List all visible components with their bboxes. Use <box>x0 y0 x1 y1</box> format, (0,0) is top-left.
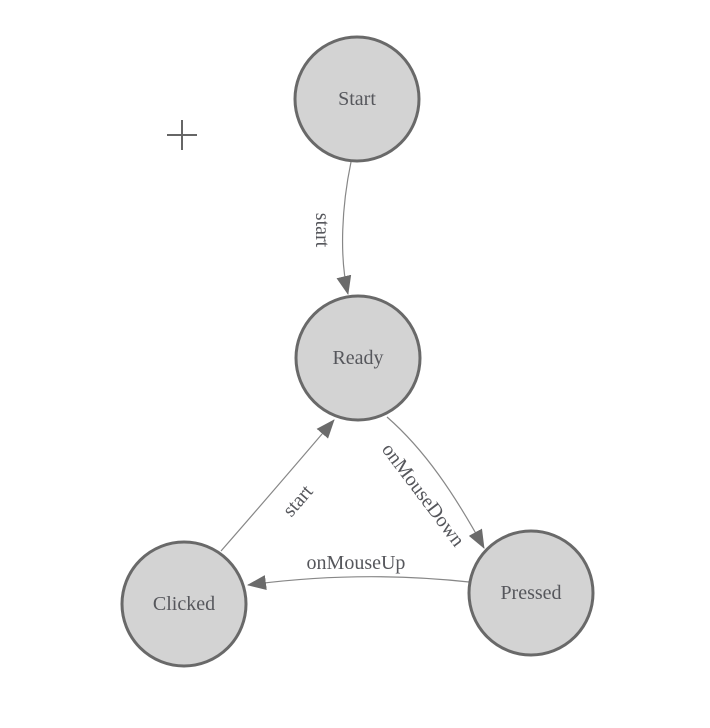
state-node-clicked[interactable] <box>120 540 248 668</box>
state-node-label-pressed: Pressed <box>500 582 561 604</box>
transition-edge-ready-to-pressed[interactable] <box>386 416 485 549</box>
state-node-ready[interactable] <box>294 294 422 422</box>
plus-icon[interactable] <box>167 120 197 150</box>
state-node-label-ready: Ready <box>332 347 383 369</box>
transition-label-ready-to-pressed: onMouseDown <box>377 439 469 551</box>
state-node-pressed[interactable] <box>467 529 595 657</box>
transition-edge-start-to-ready[interactable] <box>336 161 352 295</box>
transition-label-start-to-ready: start <box>311 213 333 248</box>
transition-label-pressed-to-clicked: onMouseUp <box>307 552 406 574</box>
transition-edge-clicked-to-ready[interactable] <box>220 419 335 552</box>
state-node-label-clicked: Clicked <box>153 593 215 615</box>
transition-label-clicked-to-ready: start <box>278 480 317 521</box>
state-node-start[interactable] <box>293 35 421 163</box>
transition-edge-pressed-to-clicked[interactable] <box>247 575 470 591</box>
state-node-label-start: Start <box>338 88 376 110</box>
